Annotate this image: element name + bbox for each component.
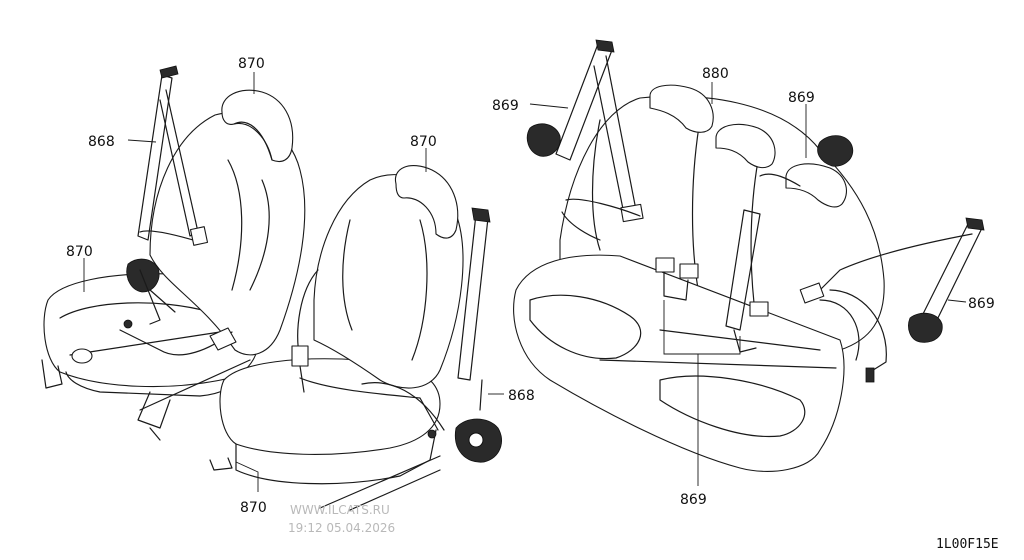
watermark: WWW.ILCATS.RU 19:12 05.04.2026	[288, 503, 395, 535]
callout-869-rear-right: 869	[968, 296, 995, 312]
watermark-site: WWW.ILCATS.RU	[290, 503, 390, 517]
callout-869-rear-bottom: 869	[680, 492, 707, 508]
callout-870-left-headrest: 870	[238, 56, 265, 72]
rear-seat	[513, 39, 985, 472]
callout-869-rear-center-top: 869	[788, 90, 815, 106]
callout-870-center-bottom: 870	[240, 500, 267, 516]
callout-869-rear-left: 869	[492, 98, 519, 114]
callouts: 870 868 870 870 868 870 869 880 869 869 …	[66, 56, 995, 516]
front-seat-right	[209, 165, 502, 511]
callout-868-center: 868	[508, 388, 535, 404]
callout-870-left-cushion: 870	[66, 244, 93, 260]
leader-lines	[83, 72, 967, 492]
watermark-timestamp: 19:12 05.04.2026	[288, 521, 395, 535]
front-seat-left	[41, 65, 306, 441]
callout-880-rear: 880	[702, 66, 729, 82]
figure-code: 1L00F15E	[936, 537, 999, 552]
callout-868-left: 868	[88, 134, 115, 150]
callout-870-center-headrest: 870	[410, 134, 437, 150]
